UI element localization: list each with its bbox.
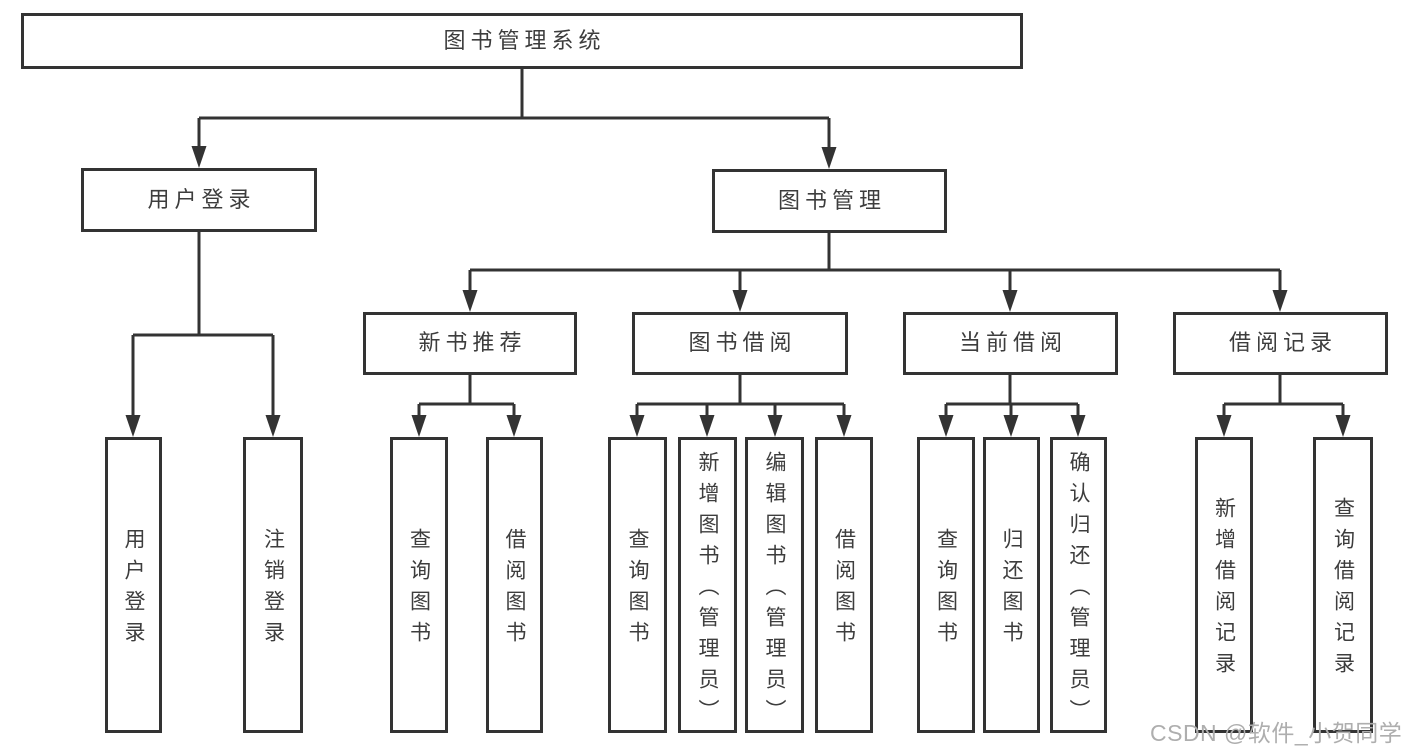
node-return-books: 归还图书 xyxy=(983,437,1040,733)
arrow-down-icon xyxy=(629,415,645,437)
node-leaf-logout: 注销登录 xyxy=(243,437,303,733)
node-query-books-borrowing: 查询图书 xyxy=(608,437,667,733)
node-book-management: 图书管理 xyxy=(712,169,947,233)
node-label: 用户登录 xyxy=(147,186,256,212)
arrow-down-icon xyxy=(1003,415,1019,437)
node-label: 归还图书 xyxy=(1000,528,1023,652)
node-label: 借阅图书 xyxy=(503,528,526,652)
node-query-borrow-record: 查询借阅记录 xyxy=(1313,437,1373,733)
arrow-down-icon xyxy=(1070,415,1086,437)
node-label: 图书管理 xyxy=(777,187,886,213)
node-borrow-records: 借阅记录 xyxy=(1173,312,1388,375)
node-library-system: 图书管理系统 xyxy=(21,13,1023,69)
node-query-books-current: 查询图书 xyxy=(917,437,975,733)
arrow-down-icon xyxy=(938,415,954,437)
node-borrow-books-recommend: 借阅图书 xyxy=(486,437,543,733)
node-label: 借阅记录 xyxy=(1228,330,1337,356)
node-label: 查询图书 xyxy=(934,528,958,652)
arrow-down-icon xyxy=(767,415,783,437)
arrow-down-icon xyxy=(699,415,715,437)
arrow-down-icon xyxy=(1216,415,1232,437)
node-label: 新增借阅记录 xyxy=(1212,497,1236,683)
node-edit-books-admin: 编辑图书（管理员） xyxy=(745,437,804,733)
node-label: 确认归还（管理员） xyxy=(1067,450,1090,730)
node-new-book-recommend: 新书推荐 xyxy=(363,312,577,375)
watermark: CSDN @软件_小贺同学 xyxy=(1150,720,1403,746)
arrow-down-icon xyxy=(411,415,427,437)
node-label: 图书管理系统 xyxy=(443,27,606,53)
node-current-borrowing: 当前借阅 xyxy=(903,312,1118,375)
arrow-down-icon xyxy=(1272,290,1288,312)
node-label: 当前借阅 xyxy=(958,330,1067,356)
node-book-borrowing: 图书借阅 xyxy=(632,312,848,375)
node-label: 查询借阅记录 xyxy=(1331,497,1355,683)
node-label: 新书推荐 xyxy=(418,330,527,356)
arrow-down-icon xyxy=(821,147,837,169)
node-label: 用户登录 xyxy=(122,528,145,652)
arrow-down-icon xyxy=(125,415,141,437)
node-user-login: 用户登录 xyxy=(81,168,317,232)
arrow-down-icon xyxy=(191,146,207,168)
node-label: 查询图书 xyxy=(407,528,431,652)
node-label: 编辑图书（管理员） xyxy=(763,450,786,730)
node-confirm-return-admin: 确认归还（管理员） xyxy=(1050,437,1107,733)
arrow-down-icon xyxy=(462,290,478,312)
node-add-books-admin: 新增图书（管理员） xyxy=(678,437,737,733)
node-add-borrow-record: 新增借阅记录 xyxy=(1195,437,1253,733)
node-label: 新增图书（管理员） xyxy=(696,450,719,730)
arrow-down-icon xyxy=(732,290,748,312)
node-query-books-recommend: 查询图书 xyxy=(390,437,448,733)
arrow-down-icon xyxy=(1335,415,1351,437)
node-borrow-books-borrowing: 借阅图书 xyxy=(815,437,873,733)
arrow-down-icon xyxy=(265,415,281,437)
node-label: 图书借阅 xyxy=(688,330,797,356)
node-label: 注销登录 xyxy=(261,528,285,652)
node-label: 查询图书 xyxy=(626,528,649,652)
node-label: 借阅图书 xyxy=(832,528,856,652)
arrow-down-icon xyxy=(836,415,852,437)
arrow-down-icon xyxy=(506,415,522,437)
arrow-down-icon xyxy=(1002,290,1018,312)
node-leaf-user-login: 用户登录 xyxy=(105,437,162,733)
connector-lines xyxy=(131,69,1345,419)
